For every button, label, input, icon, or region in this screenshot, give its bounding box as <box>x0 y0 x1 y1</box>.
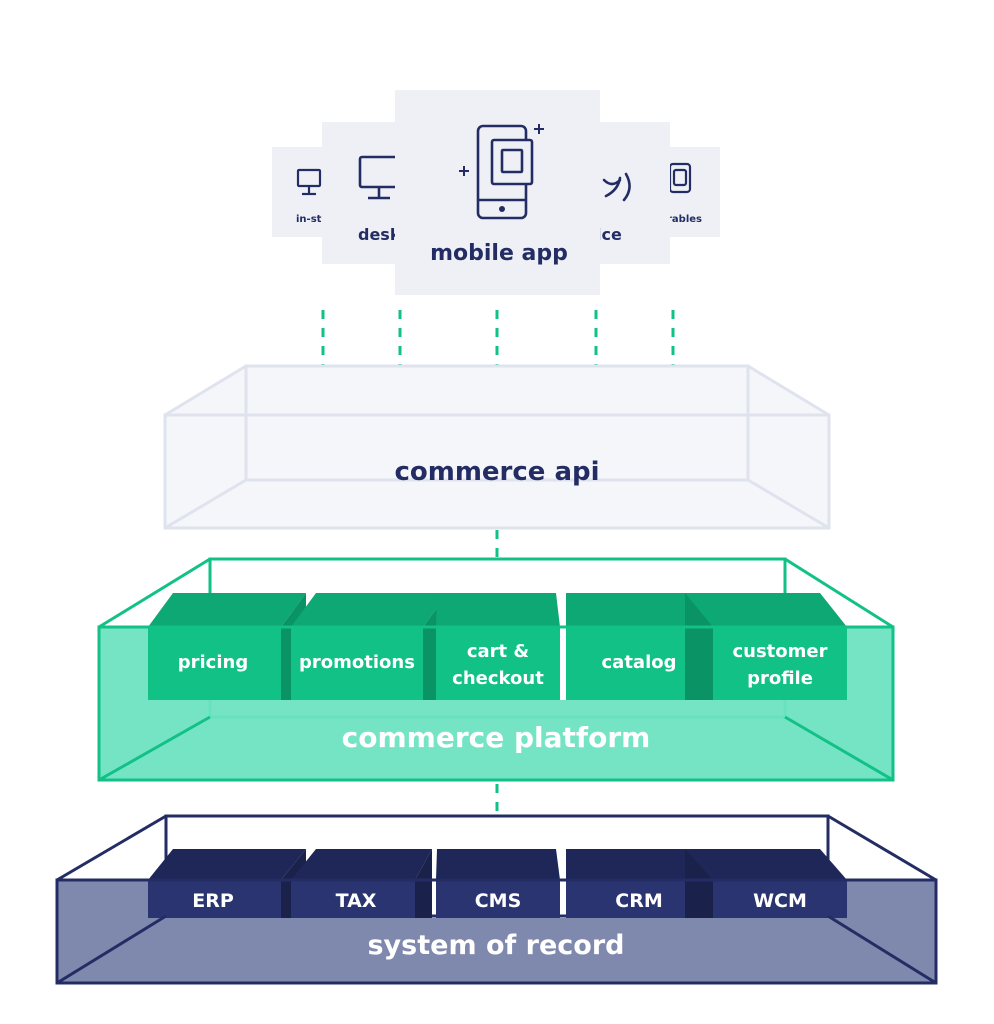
module-cms <box>436 849 560 918</box>
commerce-platform-layer: pricing promotions cart & checkout catal… <box>97 557 895 782</box>
system-of-record-layer: ERP TAX CMS CRM WCM system of record <box>55 814 938 985</box>
system-of-record-title: system of record <box>367 930 624 961</box>
module-customer-profile <box>685 593 847 700</box>
channel-label-mobile-app: mobile app <box>430 241 568 266</box>
module-label-catalog: catalog <box>602 652 677 673</box>
channel-card-mobile-app: mobile app <box>395 90 600 295</box>
platform-modules: pricing promotions cart & checkout catal… <box>148 593 847 700</box>
module-label-customer-line2: profile <box>747 668 813 689</box>
module-label-customer-line1: customer <box>732 641 827 662</box>
module-wcm <box>685 849 847 918</box>
channel-cards: in-st rables desk <box>272 90 720 295</box>
monitor-icon <box>296 168 322 196</box>
module-label-crm: CRM <box>615 890 662 912</box>
module-label-promotions: promotions <box>299 652 415 673</box>
module-label-erp: ERP <box>192 890 234 912</box>
module-pricing <box>148 593 306 700</box>
commerce-api-layer: commerce api <box>163 364 831 530</box>
module-tax <box>291 849 432 918</box>
module-cart-checkout <box>436 593 560 700</box>
module-label-cart-line2: checkout <box>452 668 544 689</box>
module-label-cart-line1: cart & <box>467 641 529 662</box>
module-label-cms: CMS <box>475 890 522 912</box>
record-modules: ERP TAX CMS CRM WCM <box>148 849 847 918</box>
module-label-pricing: pricing <box>178 652 248 673</box>
voice-icon <box>602 172 631 202</box>
channel-label-voice: ice <box>596 225 622 244</box>
channel-label-desktop: desk <box>358 225 401 244</box>
commerce-platform-title: commerce platform <box>342 721 651 754</box>
channel-connectors <box>321 310 675 392</box>
module-promotions <box>291 593 448 700</box>
module-erp <box>148 849 306 918</box>
module-label-tax: TAX <box>336 890 377 912</box>
channel-label-in-store: in-st <box>296 214 322 225</box>
channel-label-wearables: rables <box>667 214 702 225</box>
commerce-api-title: commerce api <box>394 457 599 487</box>
module-label-wcm: WCM <box>753 890 807 912</box>
mobile-app-icon <box>459 124 544 220</box>
